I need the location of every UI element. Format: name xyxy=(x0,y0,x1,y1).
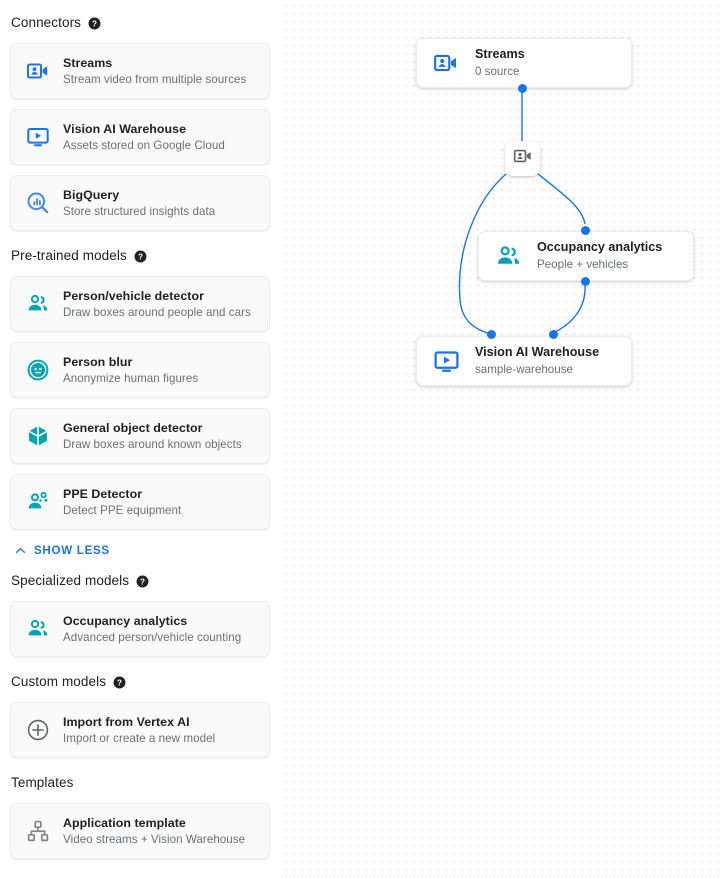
card-title: BigQuery xyxy=(63,187,120,202)
people-icon xyxy=(25,616,51,642)
section-title: Specialized models xyxy=(11,573,130,588)
palette-card-general-object-detector[interactable]: General object detector Draw boxes aroun… xyxy=(10,408,270,464)
card-desc: Draw boxes around people and cars xyxy=(63,305,251,319)
card-desc: Draw boxes around known objects xyxy=(63,437,242,451)
monitor-play-icon xyxy=(25,124,51,150)
graph-canvas[interactable]: Streams 0 source Occupancy analytics Peo… xyxy=(280,0,725,878)
node-subtitle: sample-warehouse xyxy=(475,363,573,376)
card-desc: Anonymize human figures xyxy=(63,371,199,385)
plus-circle-icon xyxy=(25,717,51,743)
svg-text:?: ? xyxy=(92,19,97,28)
graph-node-streams[interactable]: Streams 0 source xyxy=(416,38,632,88)
node-title: Vision AI Warehouse xyxy=(475,345,600,359)
chevron-up-icon xyxy=(14,544,27,557)
show-less-label: SHOW LESS xyxy=(34,543,110,557)
card-desc: Stream video from multiple sources xyxy=(63,72,247,86)
monitor-play-icon xyxy=(431,346,461,376)
card-title: Person/vehicle detector xyxy=(63,288,204,303)
hierarchy-icon xyxy=(25,818,51,844)
section-header-specialized-models: Specialized models ? xyxy=(10,570,270,592)
video-person-icon xyxy=(431,48,461,78)
palette-card-person-blur[interactable]: Person blur Anonymize human figures xyxy=(10,342,270,398)
edge-occupancy-to-warehouse xyxy=(552,285,586,334)
palette-card-occupancy-analytics[interactable]: Occupancy analytics Advanced person/vehi… xyxy=(10,601,270,657)
palette-card-application-template[interactable]: Application template Video streams + Vis… xyxy=(10,803,270,859)
video-person-icon xyxy=(513,146,533,171)
graph-node-stream-processor[interactable] xyxy=(505,141,540,176)
node-subtitle: 0 source xyxy=(475,65,520,78)
section-title: Custom models xyxy=(11,674,107,689)
help-icon[interactable]: ? xyxy=(113,676,126,689)
card-title: Application template xyxy=(63,815,186,830)
cube-icon xyxy=(25,423,51,449)
section-header-connectors: Connectors ? xyxy=(10,12,270,34)
show-less-button[interactable]: SHOW LESS xyxy=(14,540,270,560)
node-title: Streams xyxy=(475,47,525,61)
card-title: Vision AI Warehouse xyxy=(63,121,187,136)
help-icon[interactable]: ? xyxy=(136,575,149,588)
palette-card-streams[interactable]: Streams Stream video from multiple sourc… xyxy=(10,43,270,99)
port-warehouse-input-left[interactable] xyxy=(487,330,496,339)
edge-processor-to-occupancy xyxy=(537,173,586,225)
help-icon[interactable]: ? xyxy=(134,250,147,263)
people-icon xyxy=(25,291,51,317)
card-title: Import from Vertex AI xyxy=(63,714,190,729)
section-header-templates: Templates xyxy=(10,772,270,794)
card-desc: Detect PPE equipment xyxy=(63,503,182,517)
palette-card-bigquery[interactable]: BigQuery Store structured insights data xyxy=(10,175,270,231)
edge-processor-to-warehouse xyxy=(458,173,507,335)
svg-text:?: ? xyxy=(117,678,122,687)
graph-node-vision-ai-warehouse[interactable]: Vision AI Warehouse sample-warehouse xyxy=(416,336,632,386)
card-title: Streams xyxy=(63,55,113,70)
palette-card-import-from-vertex-ai[interactable]: Import from Vertex AI Import or create a… xyxy=(10,702,270,758)
ppe-person-icon xyxy=(25,489,51,515)
port-warehouse-input-right[interactable] xyxy=(549,330,558,339)
svg-text:?: ? xyxy=(140,577,145,586)
video-person-icon xyxy=(25,58,51,84)
card-title: PPE Detector xyxy=(63,486,143,501)
palette-card-ppe-detector[interactable]: PPE Detector Detect PPE equipment xyxy=(10,474,270,530)
card-desc: Import or create a new model xyxy=(63,731,216,745)
section-title: Pre-trained models xyxy=(11,248,127,263)
node-subtitle: People + vehicles xyxy=(537,258,629,271)
section-title: Templates xyxy=(11,775,74,790)
port-occupancy-input[interactable] xyxy=(581,226,590,235)
section-header-pretrained-models: Pre-trained models ? xyxy=(10,245,270,267)
bigquery-icon xyxy=(25,190,51,216)
people-icon xyxy=(493,241,523,271)
component-palette-sidebar: Connectors ? Streams Stream video from m… xyxy=(0,0,280,878)
graph-node-occupancy-analytics[interactable]: Occupancy analytics People + vehicles xyxy=(478,231,694,281)
graph-edges xyxy=(458,89,586,335)
svg-text:?: ? xyxy=(138,252,143,261)
palette-card-person-vehicle-detector[interactable]: Person/vehicle detector Draw boxes aroun… xyxy=(10,276,270,332)
palette-card-vision-ai-warehouse[interactable]: Vision AI Warehouse Assets stored on Goo… xyxy=(10,109,270,165)
card-title: General object detector xyxy=(63,420,203,435)
card-desc: Advanced person/vehicle counting xyxy=(63,630,242,644)
section-title: Connectors xyxy=(11,15,82,30)
port-occupancy-output[interactable] xyxy=(581,277,590,286)
help-icon[interactable]: ? xyxy=(88,17,101,30)
card-desc: Video streams + Vision Warehouse xyxy=(63,832,246,846)
node-title: Occupancy analytics xyxy=(537,240,663,254)
card-desc: Assets stored on Google Cloud xyxy=(63,138,225,152)
card-title: Person blur xyxy=(63,354,133,369)
card-desc: Store structured insights data xyxy=(63,204,216,218)
port-streams-output[interactable] xyxy=(518,84,527,93)
face-blur-icon xyxy=(25,357,51,383)
card-title: Occupancy analytics xyxy=(63,613,188,628)
section-header-custom-models: Custom models ? xyxy=(10,671,270,693)
